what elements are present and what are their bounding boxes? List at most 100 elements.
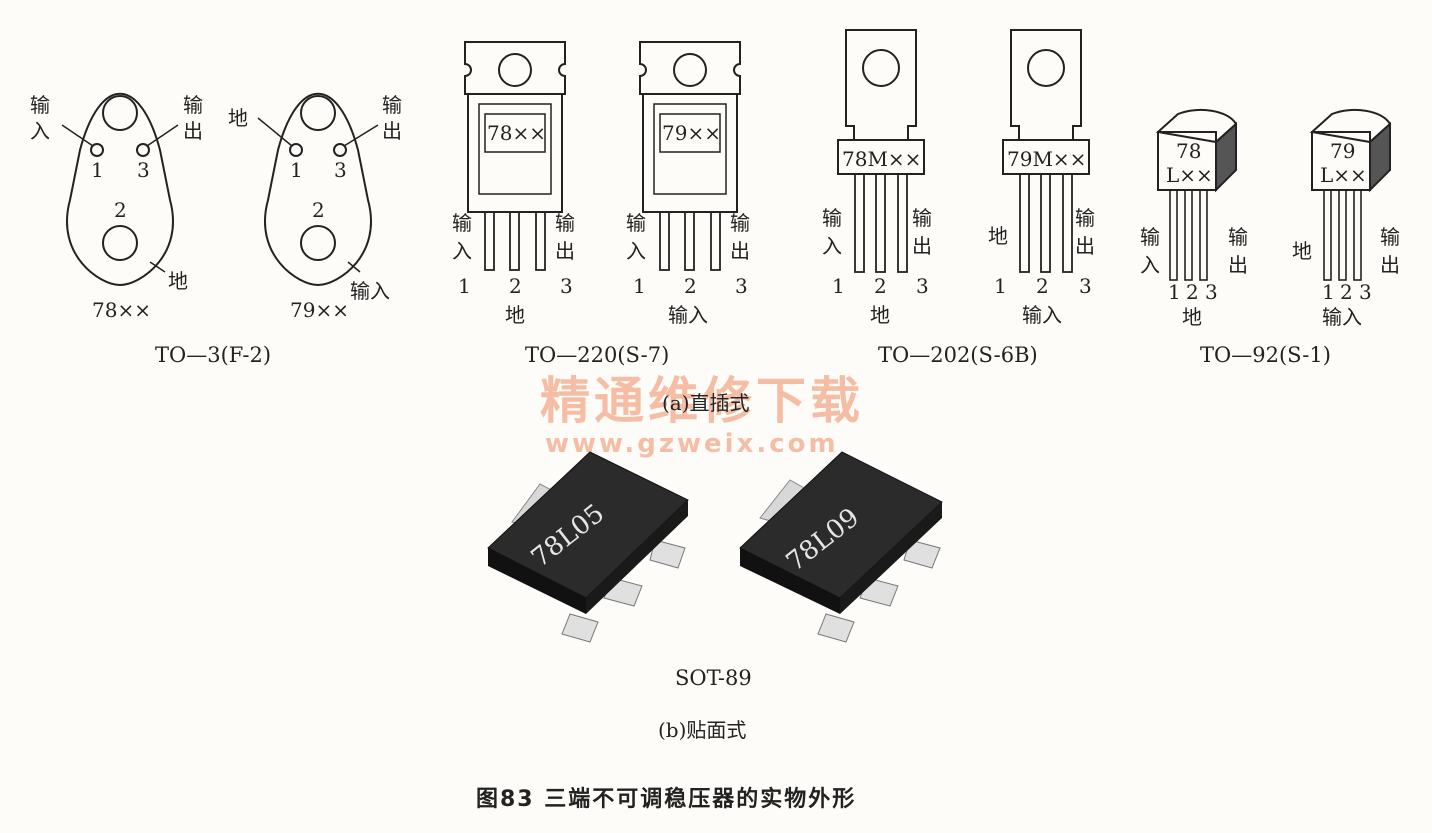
to220-right-marking: 79××: [662, 121, 721, 145]
to202-right-pin3-num: 3: [1079, 274, 1092, 298]
sot89-right-lead-c: [817, 613, 855, 643]
to202-right-marking: 79M××: [1007, 147, 1086, 171]
sot89-left-lead-c: [561, 613, 599, 643]
to220-left-marking: 78××: [487, 121, 546, 145]
to3-right-pin3-num: 3: [334, 158, 347, 182]
to3-right-label-output-2: 出: [382, 119, 402, 143]
to202-right-label-ground: 地: [988, 224, 1008, 248]
to3-left-outline: [66, 92, 174, 287]
to92-left-marking-top: 78: [1176, 139, 1201, 163]
to202-left-label-input-1: 输: [822, 206, 842, 230]
to220-left-pin3-num: 3: [560, 274, 573, 298]
to202-left-lead2: [875, 173, 886, 273]
to220-left-label-output-1: 输: [555, 211, 575, 235]
to92-left-pin2-num: 2: [1186, 280, 1199, 304]
to92-right-pin1-num: 1: [1322, 280, 1335, 304]
to220-left-pin1-num: 1: [458, 274, 471, 298]
to202-right-pin1-num: 1: [994, 274, 1007, 298]
to220-right-face: [653, 103, 727, 195]
to220-left-lead2: [509, 211, 520, 271]
to3-right-marking: 79××: [290, 298, 349, 322]
to220-left-tab: [464, 41, 566, 95]
to220-right-label-input: 输入: [668, 303, 708, 327]
to92-left-pin3-num: 3: [1205, 280, 1218, 304]
to220-left-label-input-2: 入: [452, 239, 472, 263]
to202-left-label-output-1: 输: [912, 206, 932, 230]
to3-left-top-hole: [102, 95, 138, 131]
to92-right-lead2: [1338, 189, 1347, 281]
to202-package-label: TO—202(S-6B): [878, 343, 1038, 367]
to92-right-side: [1369, 121, 1391, 193]
to3-left-label-output-1: 输: [183, 93, 203, 117]
to202-78mxx-diagram: 78M××: [837, 29, 925, 273]
sot89-left-lead-a: [649, 539, 686, 569]
to92-79lxx-diagram: 79 L××: [1309, 108, 1392, 281]
to3-left-pin2-num: 2: [114, 198, 127, 222]
to3-right-pin1: [289, 143, 303, 157]
to220-right-label-input-2: 入: [626, 239, 646, 263]
to3-right-top-hole: [300, 95, 336, 131]
to3-right-outline: [264, 92, 372, 287]
to3-right-label-ground: 地: [228, 106, 248, 130]
to3-right-pin3: [333, 143, 347, 157]
to3-left-label-input-1: 输: [30, 93, 50, 117]
to92-right-label-input: 输入: [1322, 305, 1362, 329]
to3-package-label: TO—3(F-2): [155, 343, 271, 367]
sot89-left-body-side: [488, 548, 586, 614]
to92-left-lead2: [1184, 189, 1193, 281]
to220-right-label-output-1: 输: [730, 211, 750, 235]
to202-left-pin2-num: 2: [874, 274, 887, 298]
to92-right-label-output-2: 出: [1380, 253, 1400, 277]
to202-right-pin2-num: 2: [1036, 274, 1049, 298]
to220-right-tab: [639, 41, 741, 95]
sot89-right-body-side: [740, 548, 840, 614]
to220-right-hole: [673, 53, 707, 87]
to92-left-label-input-2: 入: [1140, 253, 1160, 277]
to202-right-label-input: 输入: [1022, 303, 1062, 327]
to202-left-lead1: [854, 173, 865, 273]
to220-left-hole: [498, 53, 532, 87]
to92-right-pin3-num: 3: [1359, 280, 1372, 304]
to220-right-label-input-1: 输: [626, 211, 646, 235]
to92-left-side: [1215, 121, 1237, 193]
to220-left-label-input-1: 输: [452, 211, 472, 235]
to220-right-label-output-2: 出: [730, 239, 750, 263]
to92-right-lead1: [1323, 189, 1332, 281]
to202-left-lead3: [897, 173, 908, 273]
to3-left-leader-out: [146, 124, 179, 147]
to3-right-label-output-1: 输: [382, 93, 402, 117]
to92-right-marking-top: 79: [1330, 139, 1355, 163]
to3-left-label-ground: 地: [168, 269, 188, 293]
to220-left-label-ground: 地: [505, 303, 525, 327]
figure-caption: 图83 三端不可调稳压器的实物外形: [476, 786, 856, 812]
to3-right-label-input: 输入: [350, 279, 390, 303]
to220-79xx-diagram: 79××: [639, 41, 741, 271]
to3-right-pin2-num: 2: [312, 198, 325, 222]
to92-right-label-ground: 地: [1292, 239, 1312, 263]
sot89-78l05-chip: 78L05: [487, 451, 689, 643]
to220-right-pin3-num: 3: [735, 274, 748, 298]
to3-79xx-diagram: 地 输 出 1 3 2 输入 79××: [228, 92, 402, 322]
to220-right-lead2: [684, 211, 695, 271]
to3-left-pin1: [90, 143, 104, 157]
to220-right-pin1-num: 1: [633, 274, 646, 298]
to3-right-leader-out: [343, 124, 379, 147]
to92-left-pin1-num: 1: [1168, 280, 1181, 304]
to220-right-lead1: [659, 211, 670, 271]
to92-left-marking-bottom: L××: [1166, 163, 1213, 187]
watermark-title: 精通维修下载: [540, 372, 864, 430]
to202-79mxx-diagram: 79M××: [1002, 29, 1090, 273]
to202-left-label-input-2: 入: [822, 234, 842, 258]
to3-left-leader-gnd: [149, 261, 166, 273]
sot89-right-lead-a: [903, 539, 941, 569]
to92-left-lead1: [1169, 189, 1178, 281]
to202-right-label-output-1: 输: [1075, 206, 1095, 230]
to202-left-pin3-num: 3: [916, 274, 929, 298]
to202-left-pin1-num: 1: [832, 274, 845, 298]
to202-right-lead3: [1062, 173, 1073, 273]
to220-right-lead3: [710, 211, 721, 271]
to92-left-label-output-1: 输: [1228, 225, 1248, 249]
to3-left-pin1-num: 1: [91, 158, 104, 182]
to3-left-pin3-num: 3: [137, 158, 150, 182]
to202-right-label-output-2: 出: [1075, 234, 1095, 258]
